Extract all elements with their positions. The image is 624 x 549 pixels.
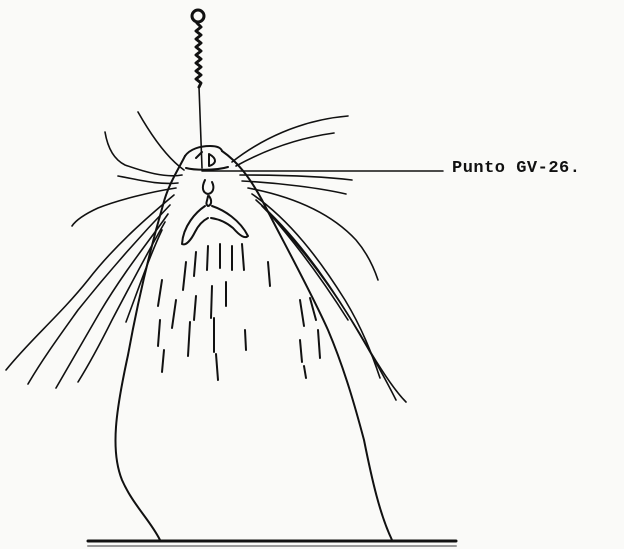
nose-tip [185, 146, 222, 156]
whiskers-right [232, 116, 406, 402]
needle-coiled-handle [196, 23, 201, 87]
head-outline-left [115, 156, 185, 540]
nose-pad [186, 152, 228, 170]
base-line [88, 541, 456, 546]
acupuncture-needle [192, 10, 204, 168]
acupoint-label: Punto GV-26. [452, 159, 580, 178]
mouth [182, 180, 248, 244]
needle-handle-ring [192, 10, 204, 22]
